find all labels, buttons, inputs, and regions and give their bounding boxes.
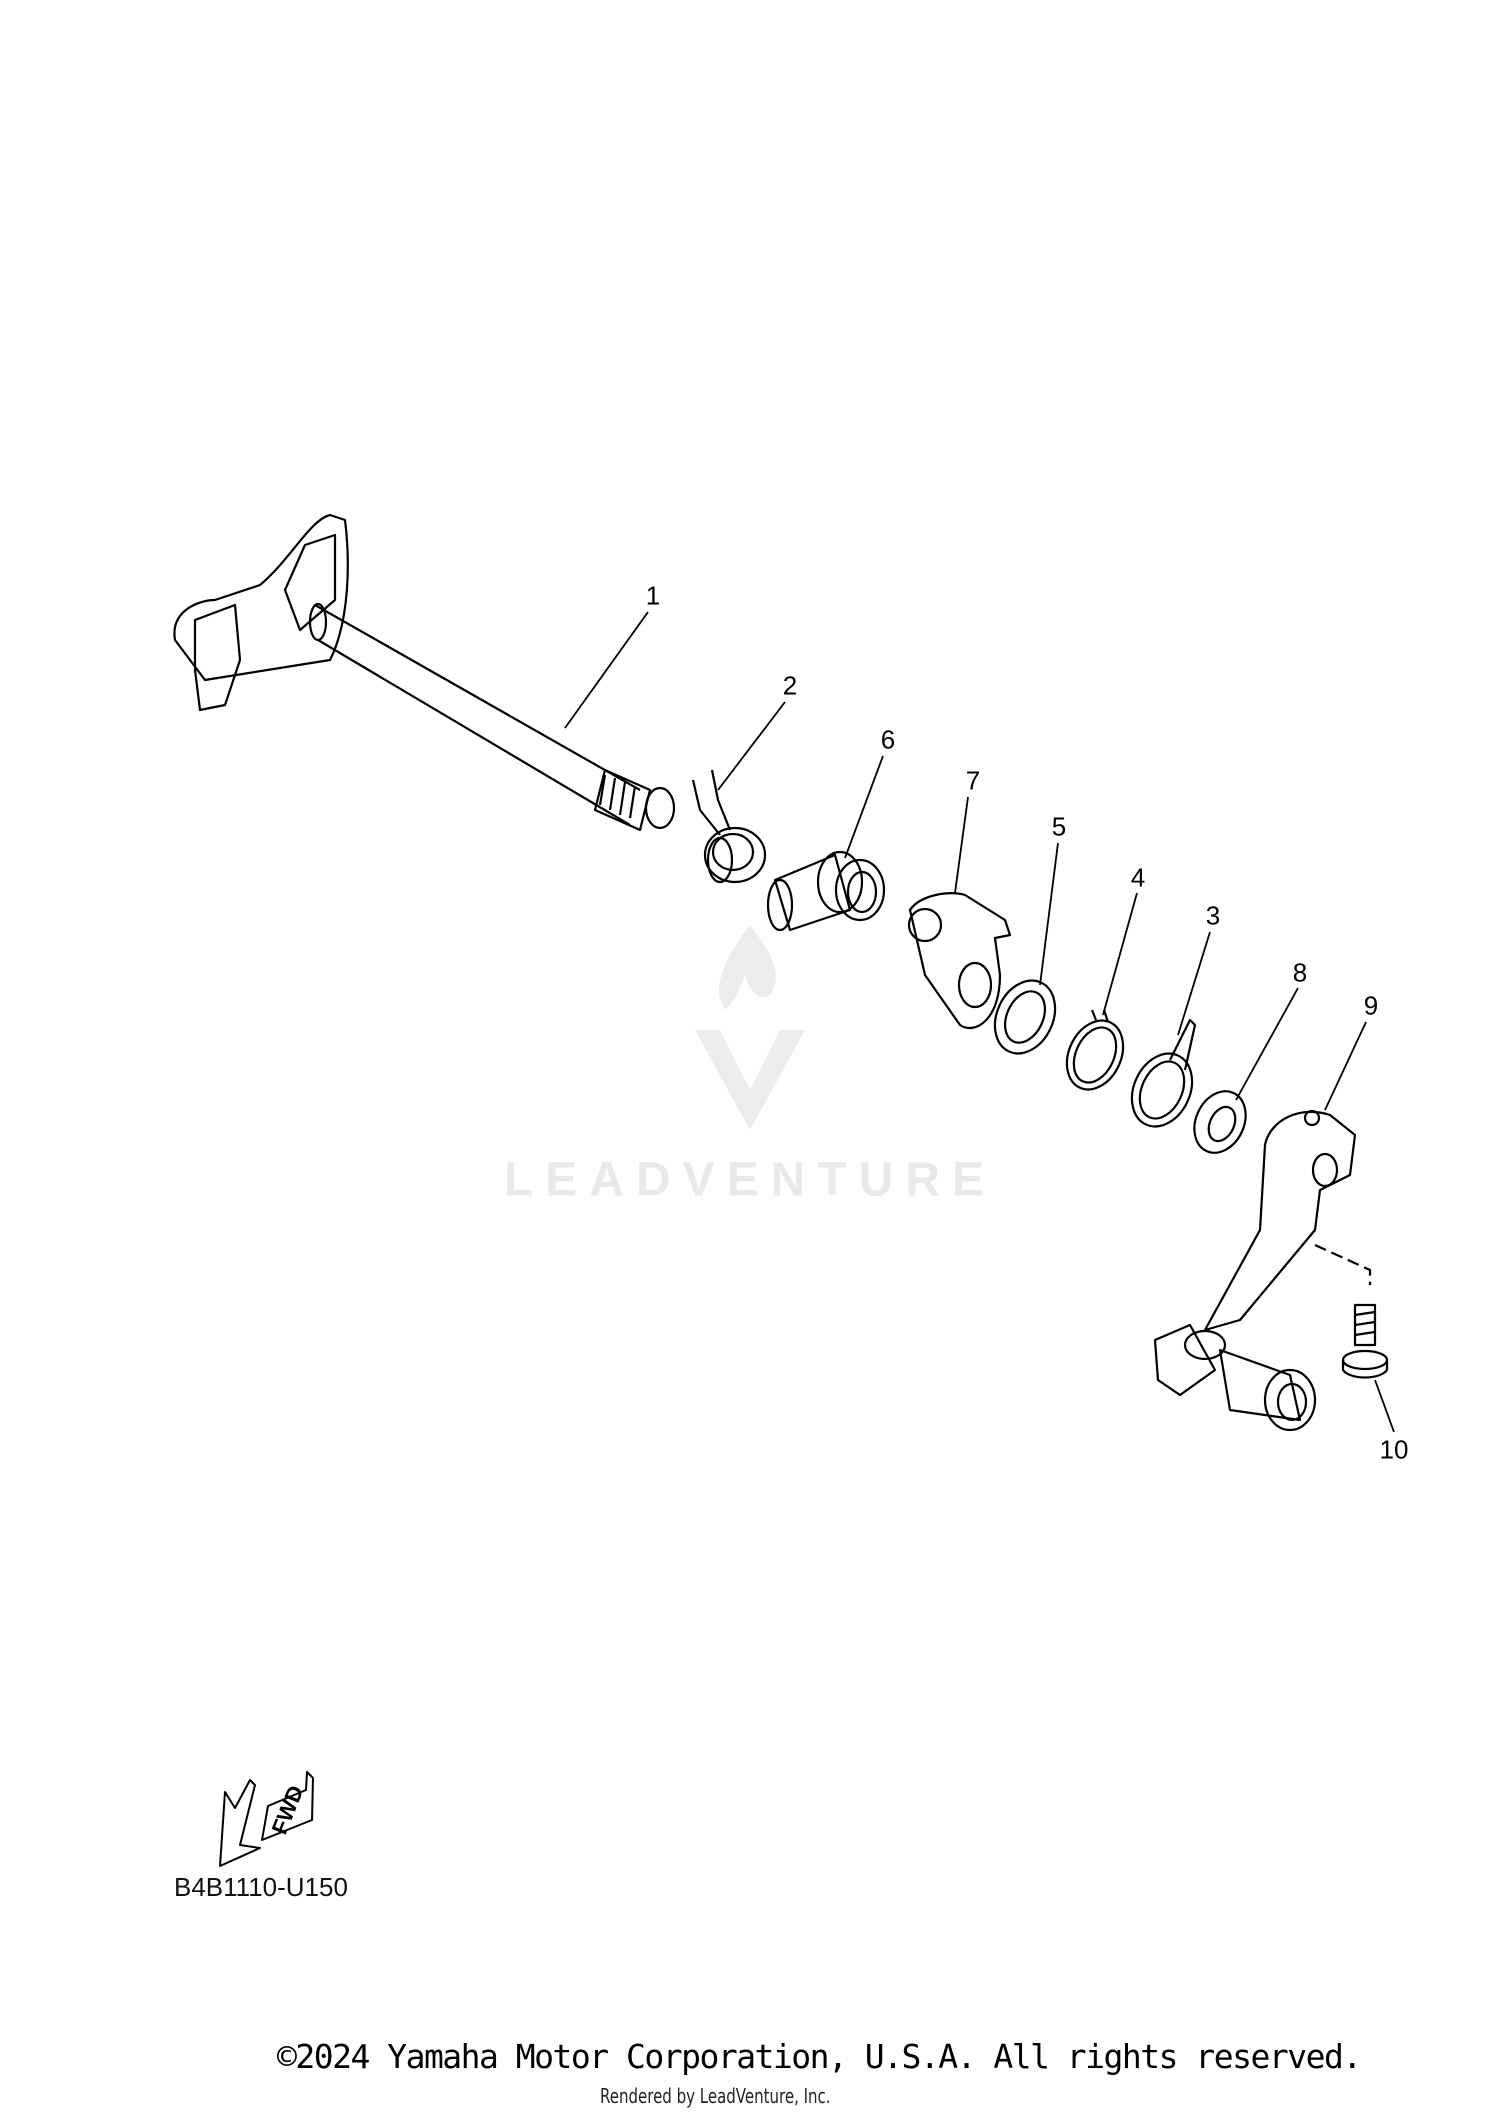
part-5-washer xyxy=(993,979,1057,1055)
callout-2: 2 xyxy=(782,670,798,701)
rendered-by-text: Rendered by LeadVenture, Inc. xyxy=(600,2084,831,2108)
callout-1: 1 xyxy=(645,580,661,611)
fwd-arrow-icon xyxy=(219,1771,314,1867)
part-7-arm xyxy=(907,892,1012,1030)
callout-7: 7 xyxy=(965,765,981,796)
callout-4: 4 xyxy=(1130,862,1146,893)
watermark-text: LEADVENTURE xyxy=(503,1153,997,1207)
part-9-shift-pedal xyxy=(1153,1109,1372,1432)
callout-5: 5 xyxy=(1051,811,1067,842)
part-2-spring xyxy=(691,769,767,884)
callout-3: 3 xyxy=(1205,900,1221,931)
callout-8: 8 xyxy=(1292,957,1308,988)
part-3-spring xyxy=(1130,1018,1197,1128)
part-10-bolt xyxy=(1341,1303,1389,1379)
callout-9: 9 xyxy=(1363,990,1379,1021)
callout-10: 10 xyxy=(1379,1434,1409,1465)
part-6-collar xyxy=(766,850,886,932)
leader-lines xyxy=(564,611,1395,1433)
part-4-circlip xyxy=(1065,1009,1125,1091)
copyright-text: ©2024 Yamaha Motor Corporation, U.S.A. A… xyxy=(277,2037,1362,2076)
part-8-oil-seal xyxy=(1193,1090,1247,1154)
part-1-shift-shaft xyxy=(173,513,676,832)
diagram-code: B4B1110-U150 xyxy=(174,1872,348,1902)
callout-6: 6 xyxy=(880,724,896,755)
